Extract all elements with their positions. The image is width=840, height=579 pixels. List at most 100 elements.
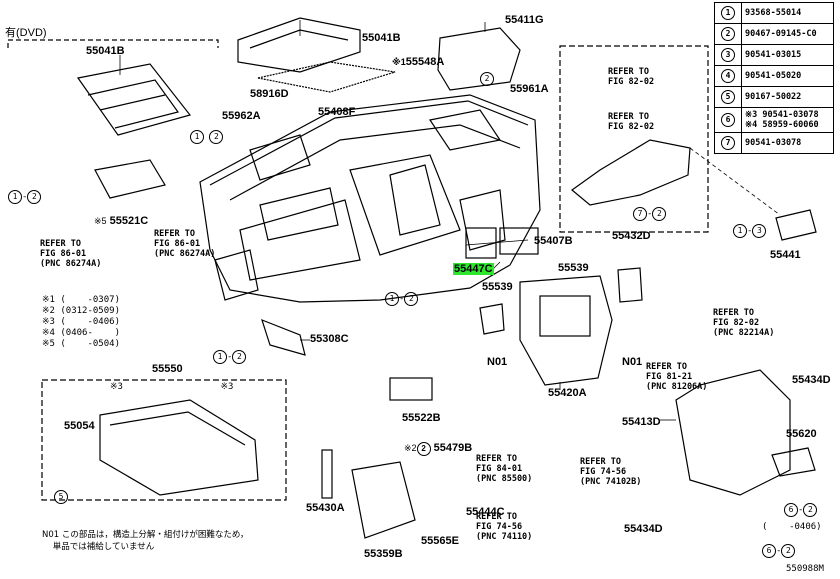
parts-table-number[interactable]: 90541-05020 — [741, 65, 834, 87]
date-notes: ※1 ( -0307) ※2 (0312-0509) ※3 ( -0406) ※… — [42, 295, 120, 350]
callout-2-icon: 2 — [232, 350, 247, 364]
glovebox-upper-drawing — [76, 63, 192, 136]
callout-group-6: 1-2 — [385, 292, 419, 306]
parts-table-number[interactable]: 90167-50022 — [741, 86, 834, 108]
dvd-group-bracket — [7, 39, 219, 48]
callout-6-icon: 6 — [784, 503, 798, 517]
parts-table-number[interactable]: ※3 90541-03078 ※4 58959-60060 — [741, 107, 834, 133]
label-55522b: 55522B — [402, 412, 441, 424]
callout-6-icon: 6 — [762, 544, 776, 558]
callout-group-7: 1-2 — [213, 350, 247, 364]
callout-group-3: 2 — [480, 72, 494, 86]
index-circle-icon: 7 — [721, 136, 735, 150]
ref-fig86-left[interactable]: REFER TO FIG 86-01 (PNC 86274A) — [40, 239, 102, 269]
lower-cover-drawing — [675, 369, 791, 496]
callout-7-icon: 7 — [633, 207, 647, 221]
label-55041b-left: 55041B — [86, 45, 125, 57]
label-55548a-text: 55548A — [405, 56, 445, 68]
index-circle-icon: 2 — [721, 27, 735, 41]
date-note-2: ※2 (0312-0509) — [42, 306, 120, 316]
callout-2-icon: 2 — [781, 544, 796, 558]
label-55479b-text: 55479B — [433, 442, 473, 454]
callout-2-icon: 2 — [803, 503, 818, 517]
footnote-n01: N01 この部品は，構造上分解・組付けが困難なため， 単品では補給していません — [42, 530, 249, 552]
label-55620: 55620 — [786, 428, 817, 440]
label-55441: 55441 — [770, 249, 801, 261]
label-55408f: 55408F — [318, 106, 356, 118]
label-n01-b: N01 — [622, 356, 643, 368]
label-55434d-a: 55434D — [792, 374, 831, 386]
parts-table-number[interactable]: 90541-03015 — [741, 44, 834, 66]
cover-55432d-drawing — [571, 139, 691, 206]
label-55961a: 55961A — [510, 83, 549, 95]
label-55411g: 55411G — [505, 14, 544, 26]
callout-1-icon: 1 — [385, 292, 399, 306]
label-55962a: 55962A — [222, 110, 261, 122]
callout-group-2: 1 2 — [190, 130, 224, 144]
label-55041b-right: 55041B — [362, 32, 401, 44]
parts-table-row: 7 90541-03078 — [714, 132, 834, 154]
index-circle-icon: 1 — [721, 6, 735, 20]
parts-table-row: 1 93568-55014 — [714, 2, 834, 24]
ref-fig82-a[interactable]: REFER TO FIG 82-02 — [608, 67, 655, 87]
ref-fig84[interactable]: REFER TO FIG 84-01 (PNC 85500) — [476, 454, 533, 484]
callout-group-9: 5 — [54, 490, 68, 504]
label-55548a: ※155548A — [392, 56, 445, 68]
bracket-55521c-drawing — [94, 159, 166, 199]
switch-panel-a — [465, 227, 497, 259]
parts-table-number[interactable]: 90541-03078 — [741, 132, 834, 154]
label-55407b: 55407B — [534, 235, 573, 247]
label-55420a: 55420A — [548, 387, 587, 399]
callout-group-4: 7-2 — [633, 207, 667, 221]
parts-table-index: 7 — [714, 132, 742, 154]
index-circle-icon: 3 — [721, 48, 735, 62]
date-note-5: ※5 ( -0504) — [42, 339, 120, 349]
date-note-1: ※1 ( -0307) — [42, 295, 120, 305]
label-55521c-text: 55521C — [109, 215, 149, 227]
callout-group-10: 6-2 — [784, 503, 818, 517]
ref-fig86-right[interactable]: REFER TO FIG 86-01 (PNC 86274A) — [154, 229, 216, 259]
dvd-label: 有(DVD) — [5, 27, 47, 39]
ref-fig82-b[interactable]: REFER TO FIG 82-02 — [608, 112, 655, 132]
ref-fig74-a[interactable]: REFER TO FIG 74-56 (PNC 74102B) — [580, 457, 642, 487]
callout-2-icon: 2 — [416, 442, 431, 456]
parts-table-number[interactable]: 90467-09145-C0 — [741, 23, 834, 45]
label-55550: 55550 — [152, 363, 183, 375]
callout-group-8: ※3 ※3 — [110, 382, 234, 392]
callout-0406: ( -0406) — [762, 522, 822, 532]
vent-n01-right — [617, 267, 643, 303]
ref-fig81[interactable]: REFER TO FIG 81-21 (PNC 81206A) — [646, 362, 708, 392]
index-circle-icon: 6 — [721, 113, 735, 127]
callout-2-icon: 2 — [404, 292, 419, 306]
right-group-box — [559, 45, 709, 233]
label-55359b: 55359B — [364, 548, 403, 560]
label-55447c-highlighted[interactable]: 55447C — [453, 263, 494, 275]
parts-table-index: 2 — [714, 23, 742, 45]
label-55539-b: 55539 — [482, 281, 513, 293]
glovebox-door-drawing — [99, 399, 259, 496]
parts-table-index: 4 — [714, 65, 742, 87]
mat-58916d-drawing — [257, 61, 396, 93]
callout-3-icon: 3 — [752, 224, 767, 238]
leader-lines — [119, 20, 781, 421]
parts-table-number[interactable]: 93568-55014 — [741, 2, 834, 24]
callout-group-5: 1-3 — [733, 224, 767, 238]
ref-fig82-c[interactable]: REFER TO FIG 82-02 (PNC 82214A) — [713, 308, 775, 338]
parts-table-index: 5 — [714, 86, 742, 108]
label-n01-a: N01 — [487, 356, 508, 368]
callout-group-1: 1-2 — [8, 190, 42, 204]
callout-2-icon: 2 — [209, 130, 224, 144]
callout-2-icon: 2 — [652, 207, 667, 221]
label-58916d: 58916D — [250, 88, 289, 100]
callout-2-icon: 2 — [480, 72, 494, 86]
date-note-4: ※4 (0406- ) — [42, 328, 120, 338]
part-55359b-drawing — [351, 461, 416, 539]
label-55430a: 55430A — [306, 502, 345, 514]
callout-group-11: 6-2 — [762, 544, 796, 558]
ref-fig74-b[interactable]: REFER TO FIG 74-56 (PNC 74110) — [476, 512, 533, 542]
label-55521c: ※5 55521C — [94, 215, 149, 227]
